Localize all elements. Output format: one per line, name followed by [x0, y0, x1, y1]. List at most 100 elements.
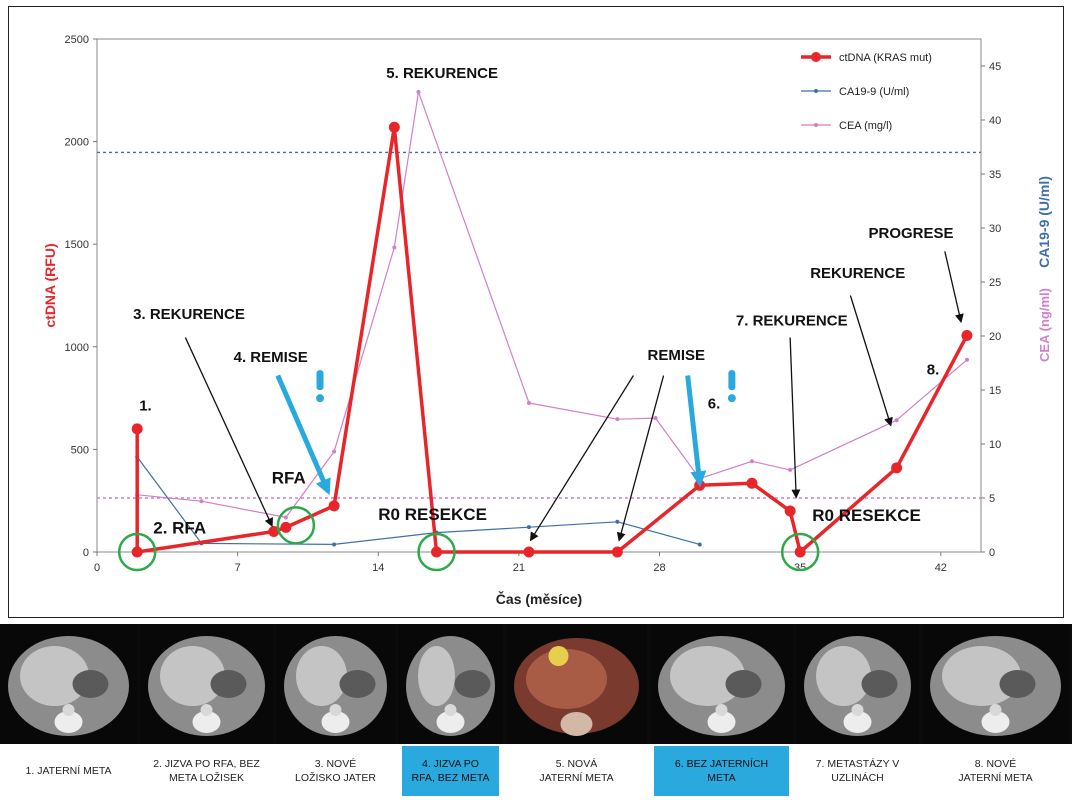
y-left-tick-label: 2000: [65, 137, 89, 149]
data-point-cea: [392, 245, 397, 250]
data-point-cea: [615, 417, 620, 422]
data-point-cea: [199, 499, 204, 504]
highlight-circle: [117, 532, 157, 572]
scan-caption: 2. JIZVA PO RFA, BEZ META LOŽISEK: [153, 758, 260, 784]
highlight-circle: [417, 532, 456, 572]
ct-scan-image: [276, 624, 395, 744]
data-point-ca199: [332, 542, 337, 547]
y-right-tick-label: 20: [989, 331, 1001, 343]
legend-marker: [811, 52, 821, 62]
data-point-ctdna: [794, 546, 806, 558]
annotation-label: 1.: [139, 397, 152, 414]
data-point-cea: [894, 418, 899, 423]
y-left-tick-label: 500: [71, 444, 89, 456]
data-point-cea: [964, 357, 969, 362]
plot-area: [96, 38, 982, 553]
series-line-ctdna: [135, 125, 969, 554]
x-tick-label: 35: [794, 562, 806, 574]
y-right-tick-label: 15: [989, 385, 1001, 397]
data-point-cea: [283, 515, 288, 520]
series-line-ca199: [136, 456, 700, 546]
x-tick-label: 42: [935, 562, 947, 574]
annotation-arrow-black: [849, 295, 893, 427]
y-right-tick-label: 45: [989, 61, 1001, 73]
legend-label: CA19-9 (U/ml): [839, 86, 909, 98]
data-point-ctdna: [131, 546, 143, 558]
annotation-arrow-blue: [685, 375, 707, 488]
data-point-cea: [416, 89, 421, 94]
data-point-ctdna: [388, 121, 400, 133]
data-point-ctdna: [961, 330, 973, 342]
data-point-cea: [653, 416, 658, 421]
annotation-arrow-black: [789, 337, 801, 499]
annotation-label: 2. RFA: [153, 519, 206, 538]
annotation-arrow-black: [184, 337, 273, 528]
scan-image-strip: [0, 624, 1072, 744]
legend-label: ctDNA (KRAS mut): [839, 52, 932, 64]
annotation-arrow-blue: [275, 374, 331, 496]
y-right-axis-title-ca199: CA19-9 (U/ml): [1036, 176, 1052, 268]
x-tick-label: 14: [372, 562, 384, 574]
data-point-ca199: [526, 525, 531, 530]
annotation-label: RFA: [272, 468, 306, 487]
y-left-tick-label: 0: [83, 547, 89, 559]
data-point-ctdna: [328, 500, 340, 512]
exclamation-icon-dot: [316, 394, 325, 403]
scan-caption: 5. NOVÁ JATERNÍ META: [539, 758, 614, 784]
y-left-tick-label: 1500: [65, 239, 89, 251]
ct-scan-image: [0, 624, 137, 744]
data-point-ctdna: [280, 521, 292, 533]
y-left-tick-label: 2500: [65, 34, 89, 46]
annotation-label: 8.: [927, 362, 940, 379]
exclamation-icon: [316, 370, 324, 391]
data-point-cea: [749, 459, 754, 464]
data-point-ctdna: [784, 505, 796, 517]
annotation-label: 5. REKURENCE: [386, 65, 498, 82]
data-point-ca199: [615, 519, 620, 524]
ct-scan-image: [506, 624, 647, 744]
data-point-ctdna: [131, 423, 143, 435]
x-tick-label: 21: [513, 562, 525, 574]
series-line-cea: [137, 91, 968, 518]
y-right-axis-title-cea: CEA (ng/ml): [1037, 288, 1052, 362]
legend-marker: [814, 123, 818, 127]
data-point-cea: [332, 449, 337, 454]
y-right-tick-label: 35: [989, 169, 1001, 181]
scan-caption: 1. JATERNÍ META: [25, 765, 112, 777]
data-point-ctdna: [611, 546, 623, 558]
data-point-cea: [788, 467, 793, 472]
highlight-circle: [780, 532, 820, 572]
highlight-circle: [276, 506, 316, 545]
annotation-arrow-black: [616, 375, 665, 542]
x-axis-title: Čas (měsíce): [496, 590, 582, 607]
scan-caption: 8. NOVÉ JATERNÍ META: [958, 758, 1033, 784]
ct-scan-image: [650, 624, 793, 744]
ct-scan-image: [140, 624, 273, 744]
x-tick-label: 28: [653, 562, 665, 574]
annotation-label: 4. REMISE: [234, 349, 308, 366]
annotation-arrow-black: [529, 375, 634, 542]
annotation-label: 6.: [708, 395, 721, 412]
scan-caption: 6. BEZ JATERNÍCH META: [654, 746, 789, 796]
y-right-tick-label: 40: [989, 115, 1001, 127]
ct-scan-image: [796, 624, 919, 744]
y-right-tick-label: 30: [989, 223, 1001, 235]
legend-label: CEA (mg/l): [839, 120, 892, 132]
y-right-tick-label: 25: [989, 277, 1001, 289]
data-point-ctdna: [268, 525, 280, 537]
scan-caption: 4. JIZVA PO RFA, BEZ META: [402, 746, 499, 796]
data-point-ctdna: [746, 477, 758, 489]
y-left-axis-title: ctDNA (RFU): [42, 243, 58, 327]
y-right-tick-label: 0: [989, 547, 995, 559]
annotation-label: R0 RESEKCE: [812, 506, 921, 525]
y-right-tick-label: 5: [989, 493, 995, 505]
exclamation-icon: [728, 370, 736, 391]
annotation-label: REKURENCE: [810, 265, 905, 282]
annotation-arrow-black: [944, 251, 964, 324]
y-right-tick-label: 10: [989, 439, 1001, 451]
scan-caption: 3. NOVÉ LOŽISKO JATER: [295, 758, 376, 784]
data-point-ctdna: [523, 546, 535, 558]
ct-scan-image: [922, 624, 1069, 744]
